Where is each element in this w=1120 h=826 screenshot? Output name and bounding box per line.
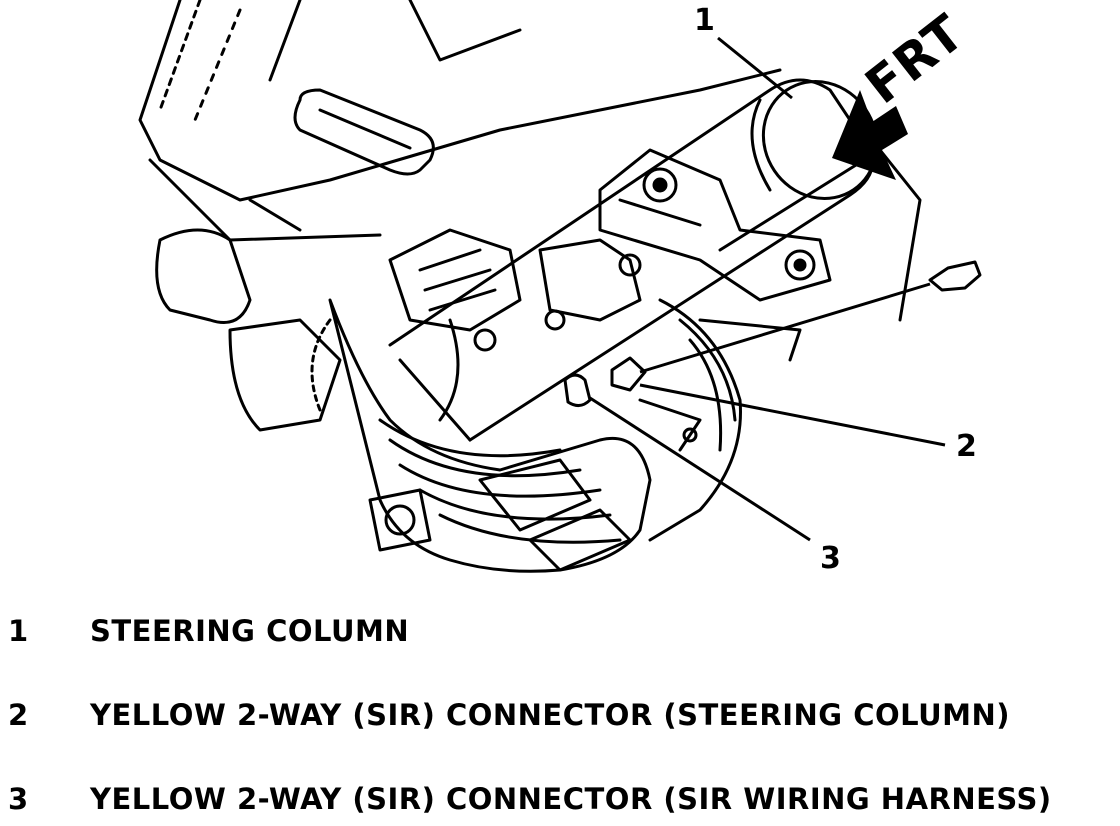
callout-2-leader-top	[639, 282, 931, 374]
callout-1-label: 1	[694, 3, 715, 38]
dash-panel-outline	[138, 0, 782, 202]
callout-2-leader	[639, 383, 946, 447]
wiring-harness	[328, 298, 652, 573]
dash-bracket	[293, 88, 435, 176]
legend-number: 3	[8, 782, 29, 816]
ignition-switch	[388, 228, 522, 332]
sir-connector-3	[563, 373, 592, 407]
legend-text: YELLOW 2-WAY (SIR) CONNECTOR (SIR WIRING…	[90, 782, 1052, 816]
steering-column-tube	[388, 78, 874, 442]
callout-1-leader	[717, 36, 793, 100]
callout-2-label: 2	[956, 429, 977, 464]
column-bracket	[598, 148, 832, 302]
sir-connector-2-loose	[928, 260, 982, 292]
callout-3-leader	[589, 396, 811, 542]
front-direction-arrow	[832, 90, 908, 180]
steering-column-illustration	[138, 0, 982, 573]
legend-number: 2	[8, 698, 29, 732]
callout-3-label: 3	[820, 541, 841, 576]
legend-number: 1	[8, 614, 29, 648]
legend-text: STEERING COLUMN	[90, 614, 410, 648]
legend-text: YELLOW 2-WAY (SIR) CONNECTOR (STEERING C…	[90, 698, 1011, 732]
sir-connector-2	[610, 356, 647, 392]
